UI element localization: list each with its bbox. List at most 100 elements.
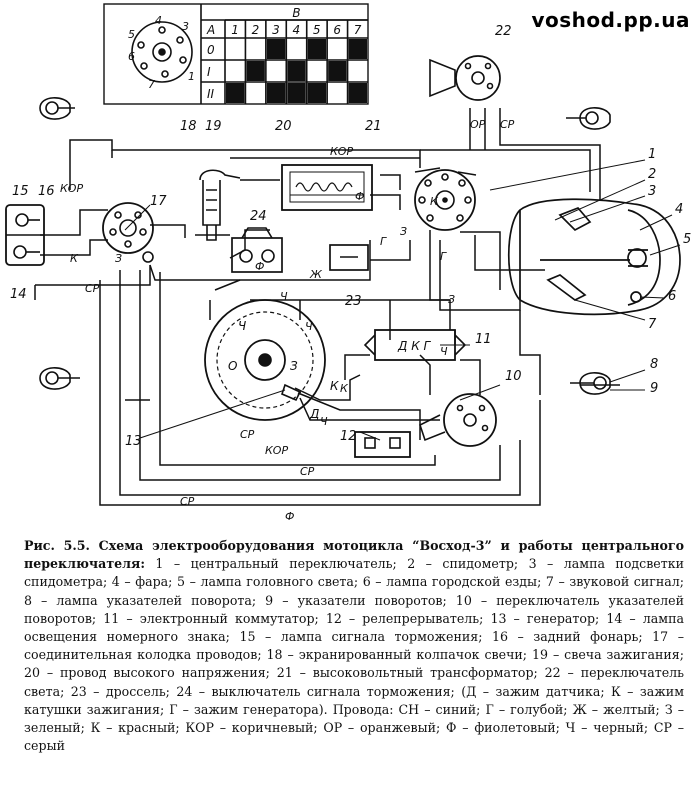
wire-label: КОР <box>265 444 288 457</box>
generator-terminal-z: З <box>290 359 298 373</box>
turn-switch <box>419 393 497 447</box>
component-number-12: 12 <box>340 429 357 444</box>
generator-terminal-o: О <box>228 359 237 373</box>
spark-plug <box>195 169 241 241</box>
wire-label: Ж <box>309 268 323 281</box>
table-row-header: А <box>206 23 215 37</box>
wire-label: КОР <box>60 182 83 195</box>
table-filled-cell <box>246 61 265 81</box>
component-number-3: 3 <box>648 184 656 199</box>
leader-lines <box>124 159 681 441</box>
table-column-label: 5 <box>313 23 321 37</box>
table-filled-cell <box>266 83 286 103</box>
figure-caption: Рис. 5.5. Схема электрооборудования мото… <box>24 537 684 755</box>
wire-label: Г <box>380 235 387 248</box>
wire-label: З <box>448 293 455 306</box>
wire-label: К <box>340 382 349 395</box>
wire-label: Ф <box>285 510 294 523</box>
brake-switch <box>231 227 283 273</box>
component-number-19: 19 <box>205 119 222 134</box>
wire-label: З <box>115 252 122 265</box>
generator-ch-wire-label: Ч <box>320 415 328 428</box>
turn-lamp-top-right <box>566 107 611 130</box>
wire-label: К <box>70 252 79 265</box>
central-switch-cluster <box>414 167 477 231</box>
wire-label: Ч <box>440 345 448 358</box>
table-filled-cell <box>226 83 245 103</box>
component-number-13: 13 <box>125 434 142 449</box>
connector-block <box>102 202 154 263</box>
table-column-label: 2 <box>252 23 260 37</box>
wire-label: СР <box>180 495 195 508</box>
component-number-23: 23 <box>345 294 362 309</box>
wire-label: СР <box>500 118 515 131</box>
component-number-2: 2 <box>648 167 656 182</box>
component-number-6: 6 <box>668 289 676 304</box>
wire-label: Ч <box>280 290 288 303</box>
component-number-22: 22 <box>495 24 512 39</box>
component-number-1: 1 <box>648 147 656 162</box>
wire-label: Ф <box>355 190 364 203</box>
headlight <box>507 198 681 316</box>
dial-terminal-label: 5 <box>128 28 135 41</box>
relay-interrupter <box>354 431 411 458</box>
wire-label: Ч <box>305 320 313 333</box>
table-row-label: 0 <box>207 43 215 57</box>
component-number-4: 4 <box>675 202 683 217</box>
generator <box>204 299 326 421</box>
component-number-16: 16 <box>38 184 55 199</box>
table-filled-cell <box>348 83 367 103</box>
component-number-5: 5 <box>683 232 691 247</box>
component-number-10: 10 <box>505 369 522 384</box>
wire-label: ОР <box>470 118 486 131</box>
generator-terminal-d: Д <box>309 407 319 421</box>
table-column-label: 3 <box>272 23 280 37</box>
table-filled-cell <box>287 61 306 81</box>
wire-label: Г <box>440 250 447 263</box>
generator-terminal-ch: Ч <box>238 319 246 333</box>
component-number-18: 18 <box>180 119 197 134</box>
generator-terminal-k: К <box>330 379 339 393</box>
component-number-11: 11 <box>475 332 492 347</box>
wire-label: К <box>430 195 439 208</box>
dial-terminal-label: 3 <box>182 20 189 33</box>
caption-title: Рис. 5.5. Схема электрооборудования мото… <box>24 538 684 572</box>
component-number-14: 14 <box>10 287 27 302</box>
wire-label: СР <box>300 465 315 478</box>
component-number-7: 7 <box>648 317 657 332</box>
wire-label: Ф <box>255 260 264 273</box>
caption-text: 1 – центральный переключатель; 2 – спидо… <box>24 556 684 754</box>
harness-wires <box>34 108 620 506</box>
table-column-header: В <box>292 6 300 20</box>
wire-label: КОР <box>330 145 353 158</box>
table-row-label: I <box>207 65 211 79</box>
choke <box>329 244 369 271</box>
turn-lamp-top-left <box>39 97 75 120</box>
wire-label: СР <box>85 282 100 295</box>
table-column-label: 1 <box>231 23 239 37</box>
table-filled-cell <box>328 61 347 81</box>
wire-label: З <box>400 225 407 238</box>
dial-terminal-label: 7 <box>148 78 155 91</box>
dial-terminal-label: 4 <box>155 14 162 27</box>
table-filled-cell <box>307 39 327 59</box>
table-column-label: 4 <box>293 23 301 37</box>
component-number-9: 9 <box>650 381 658 396</box>
turn-lamp-bottom-left <box>39 367 80 390</box>
table-column-label: 7 <box>354 23 362 37</box>
light-switch <box>429 55 501 101</box>
component-number-15: 15 <box>12 184 29 199</box>
commutator-terminal-labels: Д К Г <box>397 339 432 353</box>
site-watermark: voshod.pp.ua <box>531 8 690 32</box>
hv-transformer <box>281 164 373 211</box>
component-number-8: 8 <box>650 357 658 372</box>
component-number-21: 21 <box>365 119 382 134</box>
table-filled-cell <box>348 39 367 59</box>
component-number-24: 24 <box>250 209 267 224</box>
dial-terminal-label: 6 <box>128 50 135 63</box>
dial-terminal-label: 1 <box>188 70 195 83</box>
table-row-label: II <box>207 87 215 101</box>
component-number-20: 20 <box>275 119 292 134</box>
